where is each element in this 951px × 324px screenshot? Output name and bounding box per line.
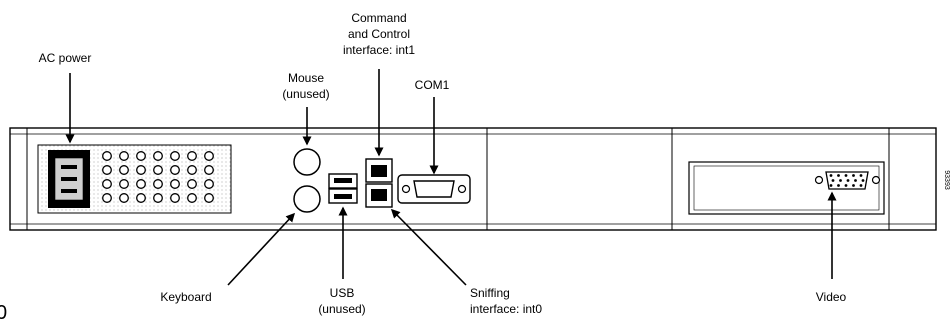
label-com1: COM1 <box>415 78 450 92</box>
vent-hole <box>136 165 146 175</box>
label-command-control-line1: Command <box>351 11 406 25</box>
vent-hole <box>119 179 129 189</box>
video-connector-pins <box>829 174 865 187</box>
vent-hole <box>102 165 112 175</box>
vent-hole <box>204 151 214 161</box>
label-video: Video <box>816 290 847 304</box>
vent-hole <box>187 165 197 175</box>
vent-hole <box>136 179 146 189</box>
label-keyboard: Keyboard <box>160 290 211 304</box>
vent-hole <box>170 193 180 203</box>
video-card <box>688 161 885 215</box>
label-mouse-line1: Mouse <box>288 71 324 85</box>
label-command-control-line2: and Control <box>348 27 410 41</box>
vent-hole <box>187 193 197 203</box>
callout-arrows <box>65 69 837 286</box>
ac-power-pin-top <box>61 165 77 169</box>
com1-screw-left <box>401 184 411 194</box>
vga-pin <box>837 184 840 187</box>
figure-id: 93393 <box>943 170 950 190</box>
vent-hole <box>153 193 163 203</box>
vent-hole <box>136 151 146 161</box>
usb-ports <box>328 173 358 204</box>
power-supply-module <box>37 144 232 214</box>
vga-pin <box>854 179 857 182</box>
label-usb-line2: (unused) <box>318 302 365 316</box>
label-mouse-line2: (unused) <box>282 87 329 101</box>
vga-pin <box>829 184 833 187</box>
vent-hole <box>170 179 180 189</box>
keyboard-port <box>293 185 321 213</box>
vent-hole <box>102 151 112 161</box>
vga-pin <box>846 179 850 182</box>
vent-hole <box>102 179 112 189</box>
vga-pin <box>859 184 863 187</box>
ethernet-port-int0-jack <box>371 189 387 201</box>
vga-pin <box>839 179 842 182</box>
vga-pin <box>852 184 855 187</box>
vent-hole <box>119 151 129 161</box>
vga-pin <box>844 184 848 187</box>
vent-hole <box>153 179 163 189</box>
video-screw-right <box>871 175 881 185</box>
vent-hole <box>153 151 163 161</box>
edge-fragment: 0 <box>0 302 7 324</box>
vent-hole <box>119 193 129 203</box>
com1-serial-port <box>397 174 471 204</box>
ethernet-port-int1-jack <box>371 165 387 177</box>
label-ac-power: AC power <box>39 51 92 65</box>
com1-screw-right <box>457 184 467 194</box>
vent-hole <box>204 179 214 189</box>
label-command-control-line3: interface: int1 <box>343 43 415 57</box>
com1-connector-shell <box>413 180 455 198</box>
usb-port-bottom-tab <box>334 194 352 199</box>
video-card-bracket-inner <box>693 165 880 211</box>
ac-power-pin-middle <box>61 177 77 181</box>
vga-pin <box>829 174 833 177</box>
sniffing-arrow <box>390 208 467 286</box>
label-usb-line1: USB <box>330 286 355 300</box>
vent-hole <box>204 193 214 203</box>
mouse-port <box>293 148 321 176</box>
vga-pin <box>859 174 863 177</box>
vga-pin <box>837 174 840 177</box>
ethernet-ports <box>365 158 393 208</box>
vent-hole <box>102 193 112 203</box>
vent-hole <box>187 179 197 189</box>
vent-hole <box>187 151 197 161</box>
vent-hole <box>153 165 163 175</box>
vent-hole <box>204 165 214 175</box>
vent-hole <box>136 193 146 203</box>
vent-hole <box>119 165 129 175</box>
vga-pin <box>831 179 835 182</box>
vent-hole <box>170 165 180 175</box>
usb-port-top-tab <box>334 178 352 183</box>
power-supply-vent-holes <box>102 151 214 203</box>
vent-hole <box>170 151 180 161</box>
keyboard-arrow <box>227 212 296 286</box>
ac-power-pin-bottom <box>61 189 77 193</box>
vga-pin <box>844 174 848 177</box>
video-screw-left <box>814 175 824 185</box>
vga-pin <box>861 179 865 182</box>
label-sniffing-line2: interface: int0 <box>470 302 542 316</box>
label-sniffing-line1: Sniffing <box>470 286 510 300</box>
vga-pin <box>852 174 855 177</box>
